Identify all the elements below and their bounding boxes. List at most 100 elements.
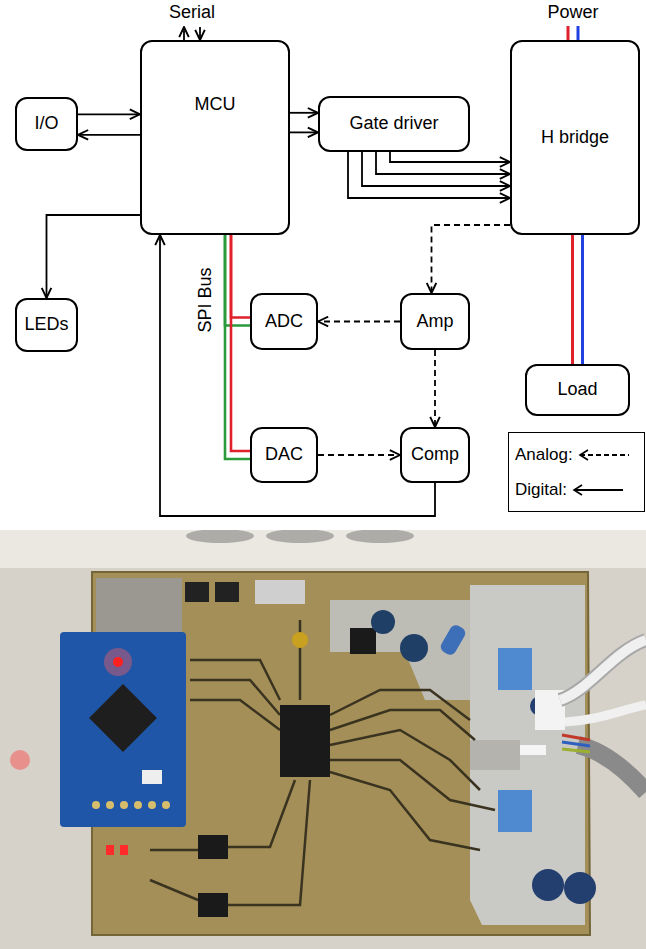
dac-block: DAC [250,427,318,483]
connector-path [78,113,140,115]
pin-hole [148,801,156,809]
shadow [266,530,334,543]
shadow [346,530,414,543]
mcu-chip [89,684,157,752]
pin-hole [134,801,142,809]
trace [330,690,470,720]
connector-path [225,235,250,459]
connector-path [348,152,510,198]
connector-path [225,235,250,326]
gate-driver-block: Gate driver [318,96,470,152]
connector-path [290,112,318,114]
led-glow [104,648,132,676]
transistor [215,582,239,602]
amp-block: Amp [400,293,470,350]
led [106,845,114,855]
serial-arrow [183,27,185,40]
legend-text: Digital: [515,480,567,500]
node-text: Load [557,379,597,401]
pcb-photo [0,530,646,949]
connector-path [434,350,436,427]
pin-holes [92,801,170,809]
digital-arrow [290,112,318,113]
connector-path [47,215,141,298]
connector-path [318,454,400,456]
legend-box: Analog: Digital: [508,432,645,512]
trace [330,710,475,740]
serial-label: Serial [169,2,215,24]
legend-row: Analog: [515,445,644,465]
connector-path [231,235,250,451]
led-glow [10,750,30,770]
pin-hole [106,801,114,809]
shadow [186,530,254,543]
copper-pour [470,585,585,925]
legend-text: Analog: [515,445,573,465]
node-text: MCU [195,94,236,116]
comp-block: Comp [400,427,470,483]
analog-arrow [318,321,400,322]
pin-hole [92,801,100,809]
digital-arrow [78,114,140,115]
load-block: Load [525,364,630,416]
legend-row: Digital: [515,480,644,500]
housing [0,530,646,949]
wire [562,742,590,746]
trace [330,760,495,810]
pcb-traces [150,620,495,905]
h-bridge-block: H bridge [510,40,640,235]
legend-arrowhead [580,450,588,460]
header-pins [96,578,182,634]
trace [330,772,480,850]
reset-button [142,770,162,784]
gate-driver-chip [280,705,330,777]
capacitor [532,869,564,901]
connector-path [571,235,574,364]
capacitor [400,634,428,662]
connector-path [318,321,400,323]
spi-bus [225,235,250,326]
trace [228,780,295,847]
analog-arrow [432,225,511,293]
current-sensor [498,648,532,690]
resistor-symbol [520,745,546,755]
pin-hole [162,801,170,809]
bus-label: SPI Bus [195,267,217,332]
current-sensor [498,790,532,832]
trace [228,780,310,905]
trace [150,880,198,900]
housing-rim [0,530,646,568]
trace [150,849,198,852]
power-wire [567,26,570,41]
analog-arrow [435,350,436,427]
regulator [350,628,376,654]
capacitor [371,610,395,634]
node-text: Gate driver [349,113,438,135]
cable [560,640,646,700]
digital-arrow [78,134,140,135]
wire [562,735,590,740]
connector-path [432,225,511,293]
connector-path [78,134,140,136]
load-wire [573,235,583,364]
connector-path [390,152,510,162]
capacitor [439,623,468,657]
digital-sample [571,483,623,497]
digital-arrow [160,235,435,516]
connector-path [290,131,318,133]
node-text: ADC [265,311,303,333]
ic-chip [198,893,228,917]
serial-arrow [199,27,201,40]
connector [255,580,305,604]
copper-pour [330,600,470,700]
capacitor [564,872,596,904]
gate-signal [390,152,510,162]
capacitor [292,632,308,648]
connector-path [231,235,250,318]
connector-path [581,235,584,364]
cable [560,640,646,700]
connector-path [362,152,510,186]
gate-signal [362,152,510,186]
leds-block: LEDs [15,298,78,352]
power-label: Power [547,2,598,24]
